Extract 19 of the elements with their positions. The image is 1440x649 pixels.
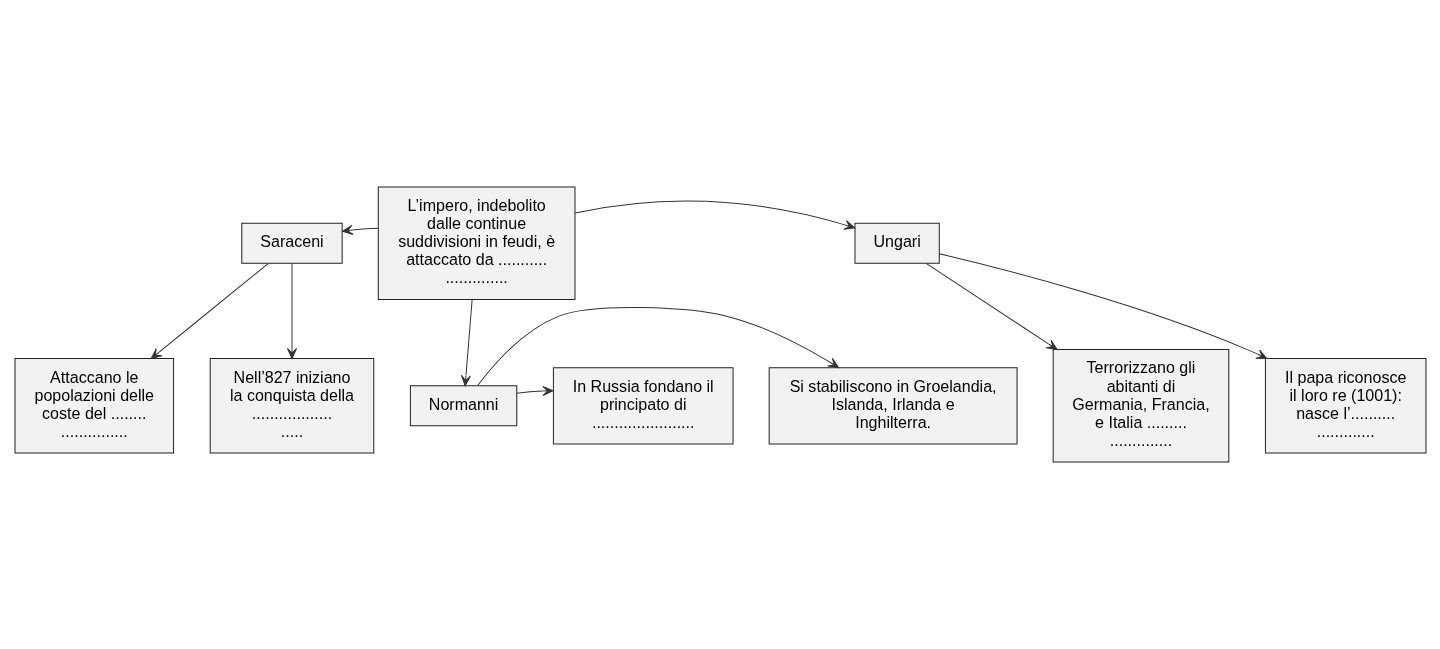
node-box: Nell’827 iniziano la conquista della ....................... <box>209 358 374 454</box>
arrow <box>515 385 553 396</box>
arrow <box>476 307 839 386</box>
node-box: Il papa riconosce il loro re (1001): nasce l’....................... <box>1264 358 1426 454</box>
node-box: Normanni <box>409 385 517 427</box>
arrow <box>341 225 379 235</box>
arrow <box>574 200 855 230</box>
node-box: Ungari <box>854 222 940 264</box>
arrow <box>938 253 1267 360</box>
node-box: Si stabiliscono in Groelandia, Islanda, Irlanda e Inghilterra. <box>768 367 1018 445</box>
node-box: Attaccano le popolazioni delle coste del ....................... <box>14 358 174 454</box>
arrow <box>460 298 473 387</box>
arrow <box>925 263 1057 350</box>
node-box: L’impero, indebolito dalle continue suddivisioni in feudi, è attaccato da ......................... <box>377 186 575 300</box>
node-box: Saraceni <box>240 222 343 264</box>
node-box: In Russia fondano il principato di ....................... <box>552 367 734 445</box>
node-box: Terrorizzano gli abitanti di Germania, Francia, e Italia ....................... <box>1052 349 1229 463</box>
arrow <box>150 263 269 359</box>
arrow <box>286 263 297 359</box>
